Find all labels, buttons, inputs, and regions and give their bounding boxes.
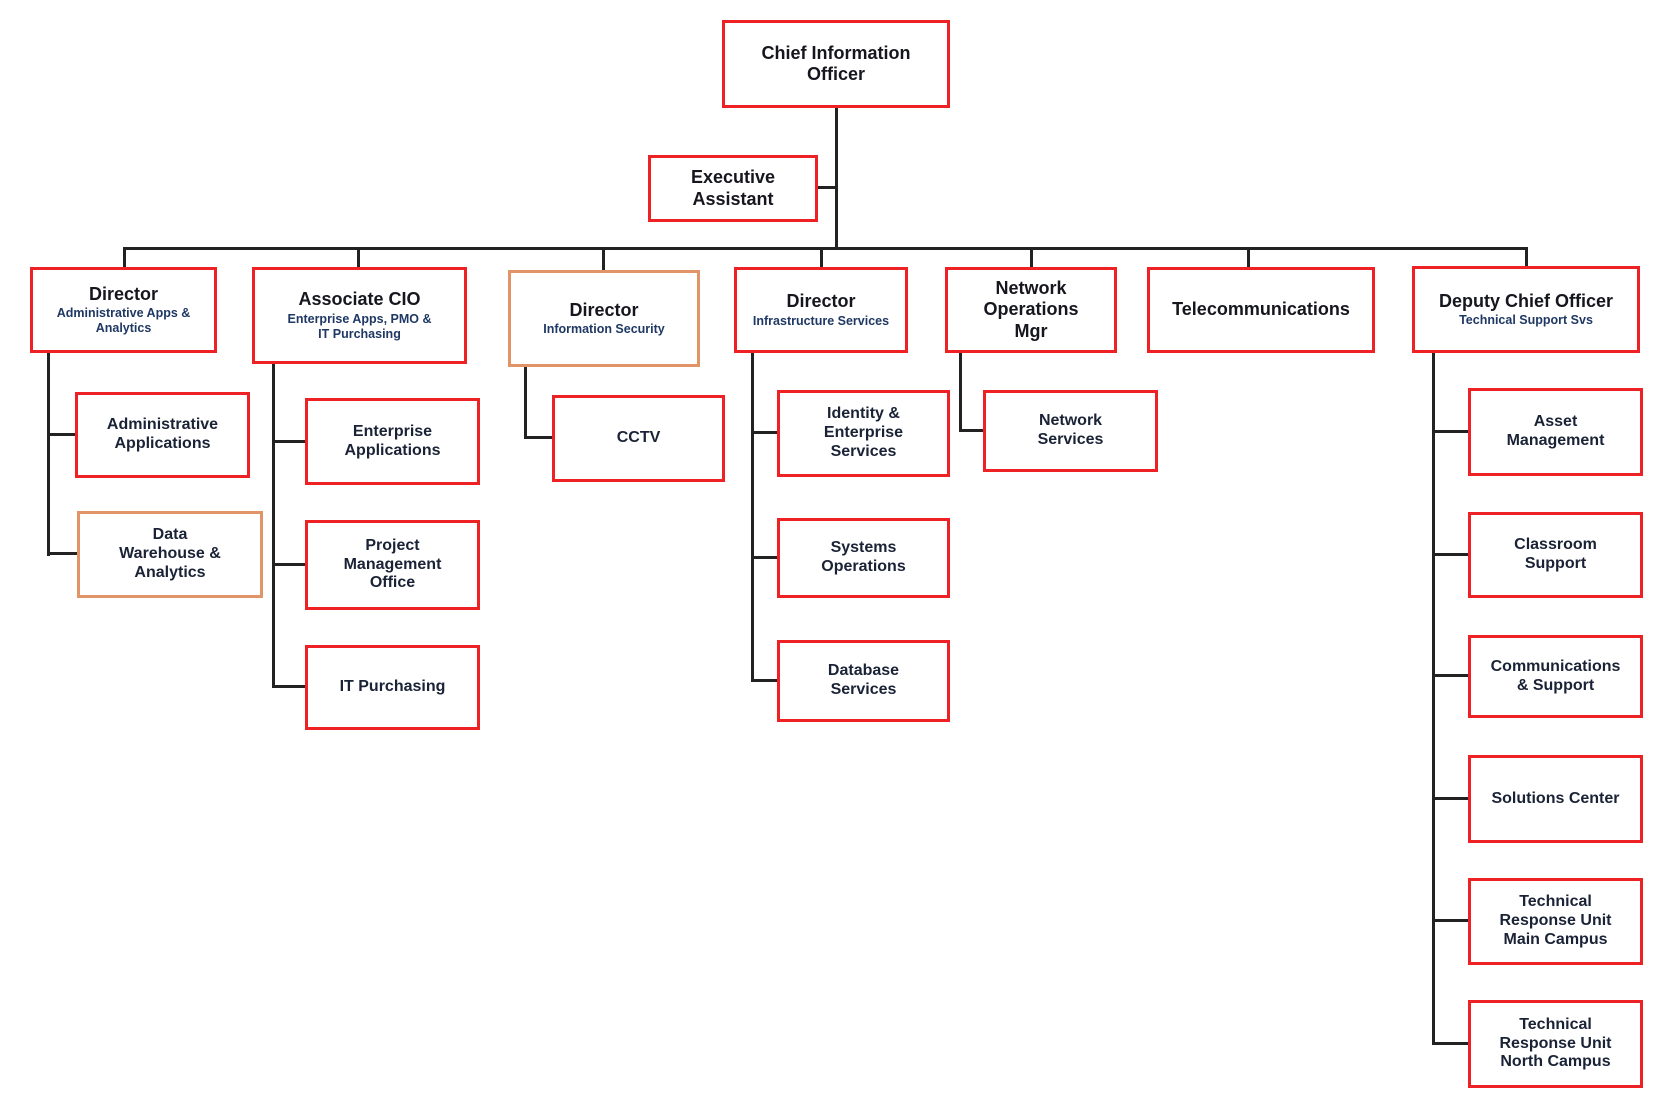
connector-stub: [1432, 1042, 1468, 1045]
node-communications-support: Communications & Support: [1468, 635, 1643, 718]
connector-branch-vertical: [524, 367, 527, 439]
node-title: Data Warehouse & Analytics: [119, 526, 221, 581]
node-title: IT Purchasing: [339, 678, 446, 696]
connector-stub: [751, 431, 777, 434]
connector-drop: [123, 247, 126, 268]
node-systems-operations: Systems Operations: [777, 518, 950, 598]
connector-stub: [1432, 430, 1468, 433]
connector-stub: [751, 679, 777, 682]
connector-branch-vertical: [751, 352, 754, 682]
node-subtitle: Information Security: [543, 322, 665, 337]
node-deputy-chief-officer: Deputy Chief Officer Technical Support S…: [1412, 266, 1640, 353]
node-title: Administrative Applications: [106, 416, 219, 452]
node-title: Director: [786, 291, 856, 312]
node-subtitle: Enterprise Apps, PMO & IT Purchasing: [287, 311, 432, 341]
node-title: Project Management Office: [343, 536, 442, 592]
node-technical-response-unit-north: Technical Response Unit North Campus: [1468, 1000, 1643, 1088]
node-network-operations-mgr: Network Operations Mgr: [945, 267, 1117, 353]
connector-drop: [1247, 247, 1250, 268]
connector-branch-vertical: [1432, 353, 1435, 1045]
node-title: Database Services: [827, 662, 900, 698]
connector-drop: [1525, 247, 1528, 267]
node-director-admin-apps: Director Administrative Apps & Analytics: [30, 267, 217, 353]
node-data-warehouse-analytics: Data Warehouse & Analytics: [77, 511, 263, 598]
node-technical-response-unit-main: Technical Response Unit Main Campus: [1468, 878, 1643, 965]
node-title: Asset Management: [1506, 413, 1605, 449]
connector-bus: [123, 247, 1528, 250]
node-title: Associate CIO: [298, 289, 421, 310]
node-director-information-security: Director Information Security: [508, 270, 700, 367]
connector-stub: [959, 429, 983, 432]
node-title: Classroom Support: [1514, 536, 1597, 572]
node-subtitle: Infrastructure Services: [752, 313, 890, 328]
node-cctv: CCTV: [552, 395, 725, 482]
connector-cio-vertical: [835, 108, 838, 249]
node-classroom-support: Classroom Support: [1468, 512, 1643, 598]
connector-drop: [1030, 247, 1033, 268]
node-asset-management: Asset Management: [1468, 388, 1643, 476]
connector-drop: [820, 247, 823, 268]
connector-branch-vertical: [959, 352, 962, 432]
connector-exec-stub: [818, 186, 838, 189]
node-title: Technical Response Unit Main Campus: [1499, 893, 1612, 948]
node-administrative-applications: Administrative Applications: [75, 392, 250, 478]
connector-stub: [47, 433, 75, 436]
connector-stub: [1432, 919, 1468, 922]
node-title: Identity & Enterprise Services: [823, 405, 904, 460]
node-title: Chief Information Officer: [761, 42, 911, 84]
node-title: Systems Operations: [821, 539, 906, 575]
node-title: Enterprise Applications: [344, 422, 441, 459]
node-title: Technical Response Unit North Campus: [1499, 1015, 1612, 1071]
connector-stub: [272, 563, 305, 566]
node-database-services: Database Services: [777, 640, 950, 722]
node-solutions-center: Solutions Center: [1468, 755, 1643, 843]
node-network-services: Network Services: [983, 390, 1158, 472]
node-director-infrastructure: Director Infrastructure Services: [734, 267, 908, 353]
node-identity-enterprise-services: Identity & Enterprise Services: [777, 390, 950, 477]
node-title: Director: [88, 283, 159, 304]
connector-stub: [1432, 674, 1468, 677]
node-title: Solutions Center: [1491, 789, 1620, 807]
node-subtitle: Technical Support Svs: [1459, 313, 1593, 328]
node-it-purchasing: IT Purchasing: [305, 645, 480, 730]
connector-stub: [272, 685, 305, 688]
connector-stub: [47, 552, 77, 555]
node-title: Director: [569, 299, 639, 320]
connector-stub: [751, 556, 777, 559]
connector-drop: [602, 247, 605, 271]
connector-stub: [272, 440, 305, 443]
node-title: Network Services: [1037, 412, 1104, 448]
node-chief-information-officer: Chief Information Officer: [722, 20, 950, 108]
connector-branch-vertical: [47, 352, 50, 556]
node-title: Communications & Support: [1490, 657, 1621, 694]
node-subtitle: Administrative Apps & Analytics: [56, 306, 191, 336]
node-project-management-office: Project Management Office: [305, 520, 480, 610]
node-associate-cio: Associate CIO Enterprise Apps, PMO & IT …: [252, 267, 467, 364]
node-telecommunications: Telecommunications: [1147, 267, 1375, 353]
node-title: Deputy Chief Officer: [1438, 290, 1614, 311]
node-executive-assistant: Executive Assistant: [648, 155, 818, 222]
node-title: CCTV: [616, 429, 661, 447]
node-title: Telecommunications: [1172, 299, 1350, 320]
connector-stub: [524, 436, 552, 439]
node-title: Executive Assistant: [690, 167, 776, 209]
node-title: Network Operations Mgr: [983, 278, 1079, 341]
connector-branch-vertical: [272, 362, 275, 688]
connector-drop: [357, 247, 360, 268]
connector-stub: [1432, 797, 1468, 800]
connector-stub: [1432, 553, 1468, 556]
node-enterprise-applications: Enterprise Applications: [305, 398, 480, 485]
